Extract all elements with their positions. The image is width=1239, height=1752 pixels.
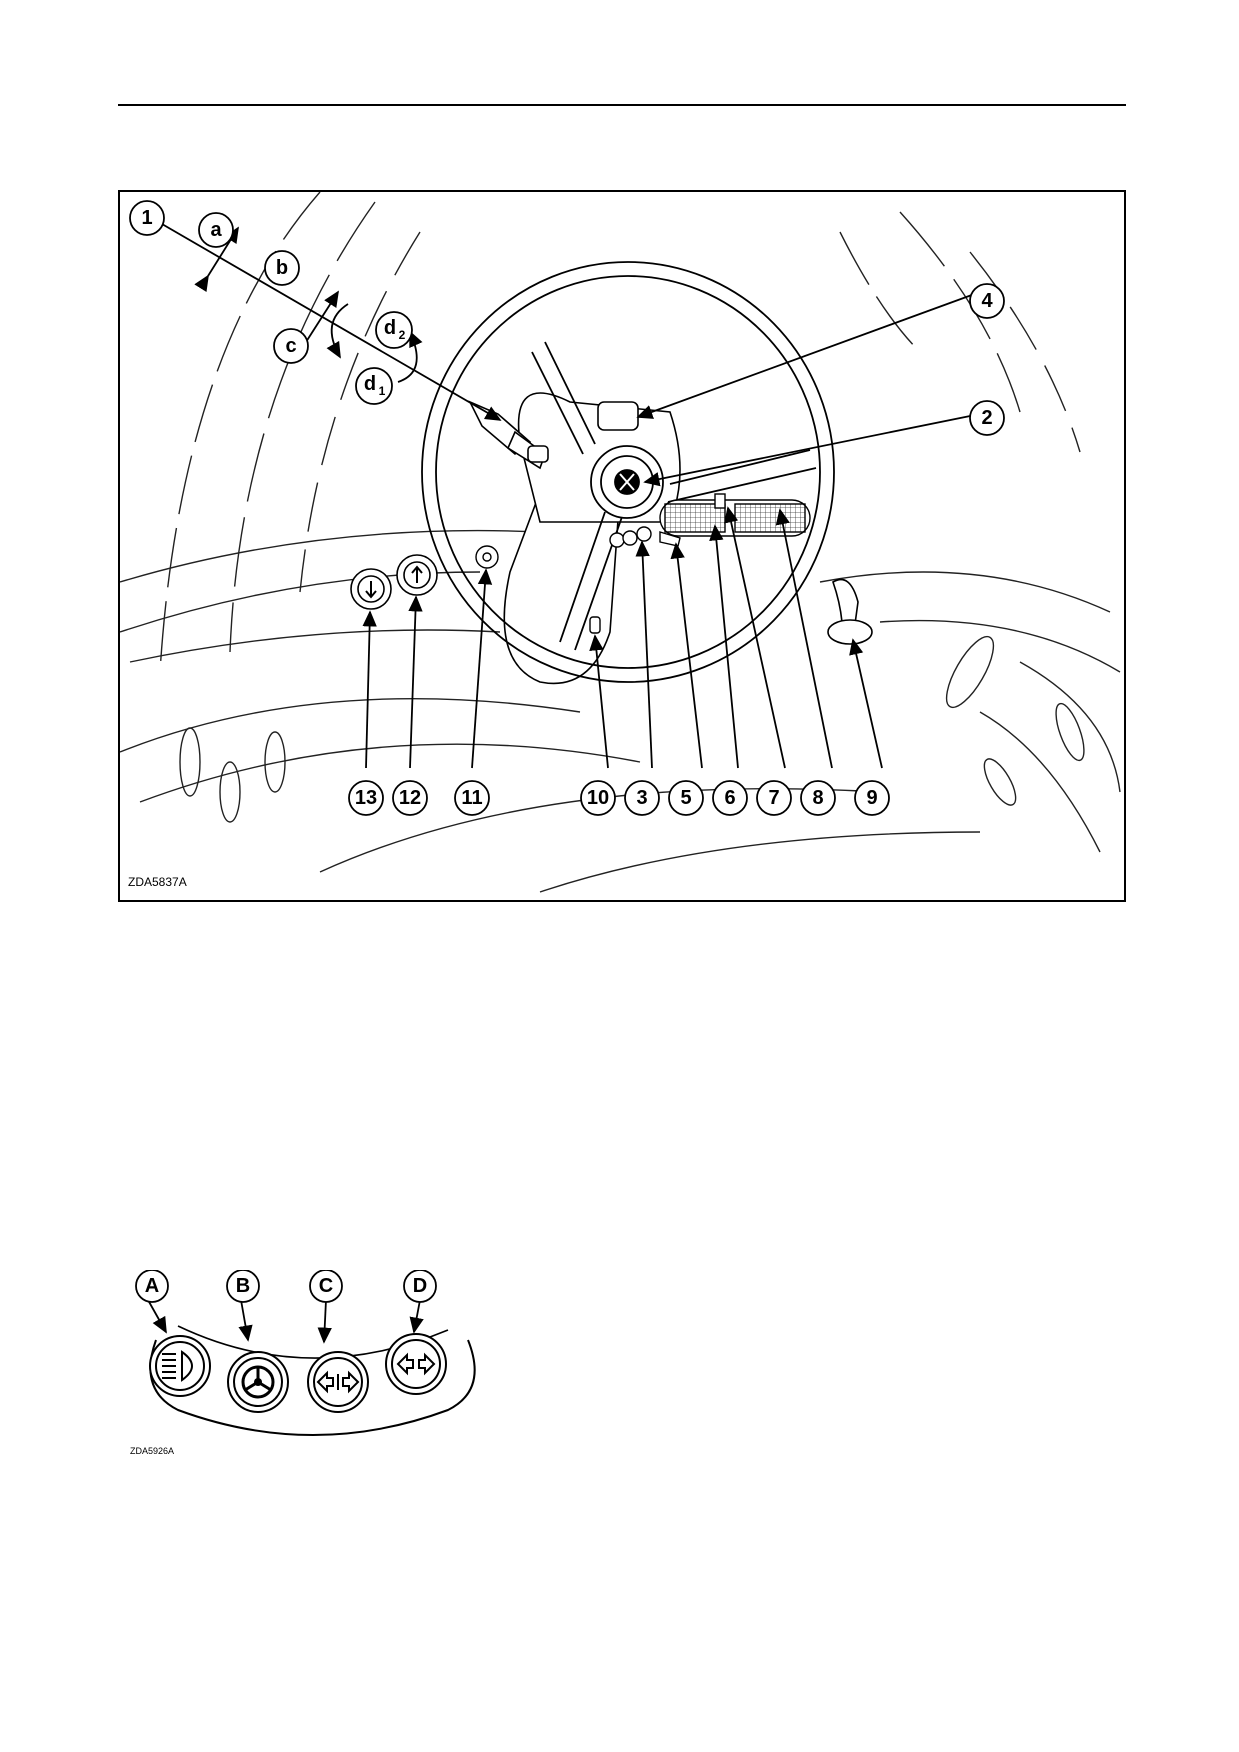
callout-6: 6 <box>724 787 735 809</box>
steering-column-drawing: 1 4 2 a b c d d 13 12 11 10 3 5 6 7 8 9 … <box>119 191 1121 893</box>
turn-indicator-icon <box>385 1333 447 1395</box>
motion-b-circle <box>264 250 300 286</box>
motion-d2-subscript: 2 <box>399 328 406 342</box>
callout-5: 5 <box>680 787 691 809</box>
callout-2-circle <box>969 400 1005 436</box>
steering-wheel-icon <box>227 1351 289 1413</box>
figure-code: ZDA5837A <box>128 875 187 889</box>
callout-11: 11 <box>461 787 482 809</box>
callout-3-circle <box>624 780 660 816</box>
callout-11-circle <box>454 780 490 816</box>
motion-a-label: a <box>210 219 222 241</box>
indicator-panel-figure: A B C D ZDA5926A <box>118 1269 478 1460</box>
callout-9-circle <box>854 780 890 816</box>
figure-code: ZDA5926A <box>130 1446 174 1456</box>
motion-d1-label: d <box>364 373 376 395</box>
callout-13: 13 <box>355 787 377 809</box>
motion-d2-label: d <box>384 317 396 339</box>
callout-8-circle <box>800 780 836 816</box>
callout-6-circle <box>712 780 748 816</box>
motion-b-label: b <box>276 257 288 279</box>
callout-10: 10 <box>587 787 609 809</box>
indicator-panel-drawing: A B C D ZDA5926A <box>130 1269 476 1456</box>
callout-2: 2 <box>981 407 992 429</box>
callout-4: 4 <box>981 290 993 312</box>
callout-4-circle <box>969 283 1005 319</box>
motion-d2-circle <box>375 311 413 349</box>
callout-7: 7 <box>768 787 779 809</box>
motion-d1-circle <box>355 367 393 405</box>
motion-c-circle <box>273 328 309 364</box>
label-b: B <box>236 1275 250 1297</box>
callout-13-circle <box>348 780 384 816</box>
callout-3: 3 <box>636 787 647 809</box>
header-rule <box>118 104 1126 106</box>
callout-1-circle <box>129 200 165 236</box>
motion-c-label: c <box>285 335 296 357</box>
callout-1: 1 <box>141 207 152 229</box>
motion-a-circle <box>198 212 234 248</box>
steering-column-figure: 1 4 2 a b c d d 13 12 11 10 3 5 6 7 8 9 … <box>118 190 1126 902</box>
label-d: D <box>413 1275 427 1297</box>
callout-9: 9 <box>866 787 877 809</box>
motion-d1-subscript: 1 <box>379 384 386 398</box>
label-a: A <box>145 1275 159 1297</box>
callout-10-circle <box>580 780 616 816</box>
hazard-warning-icon <box>307 1351 369 1413</box>
headlight-icon <box>149 1335 211 1397</box>
callout-12: 12 <box>399 787 421 809</box>
callout-7-circle <box>756 780 792 816</box>
callout-12-circle <box>392 780 428 816</box>
label-c: C <box>319 1275 333 1297</box>
callout-5-circle <box>668 780 704 816</box>
callout-8: 8 <box>812 787 823 809</box>
